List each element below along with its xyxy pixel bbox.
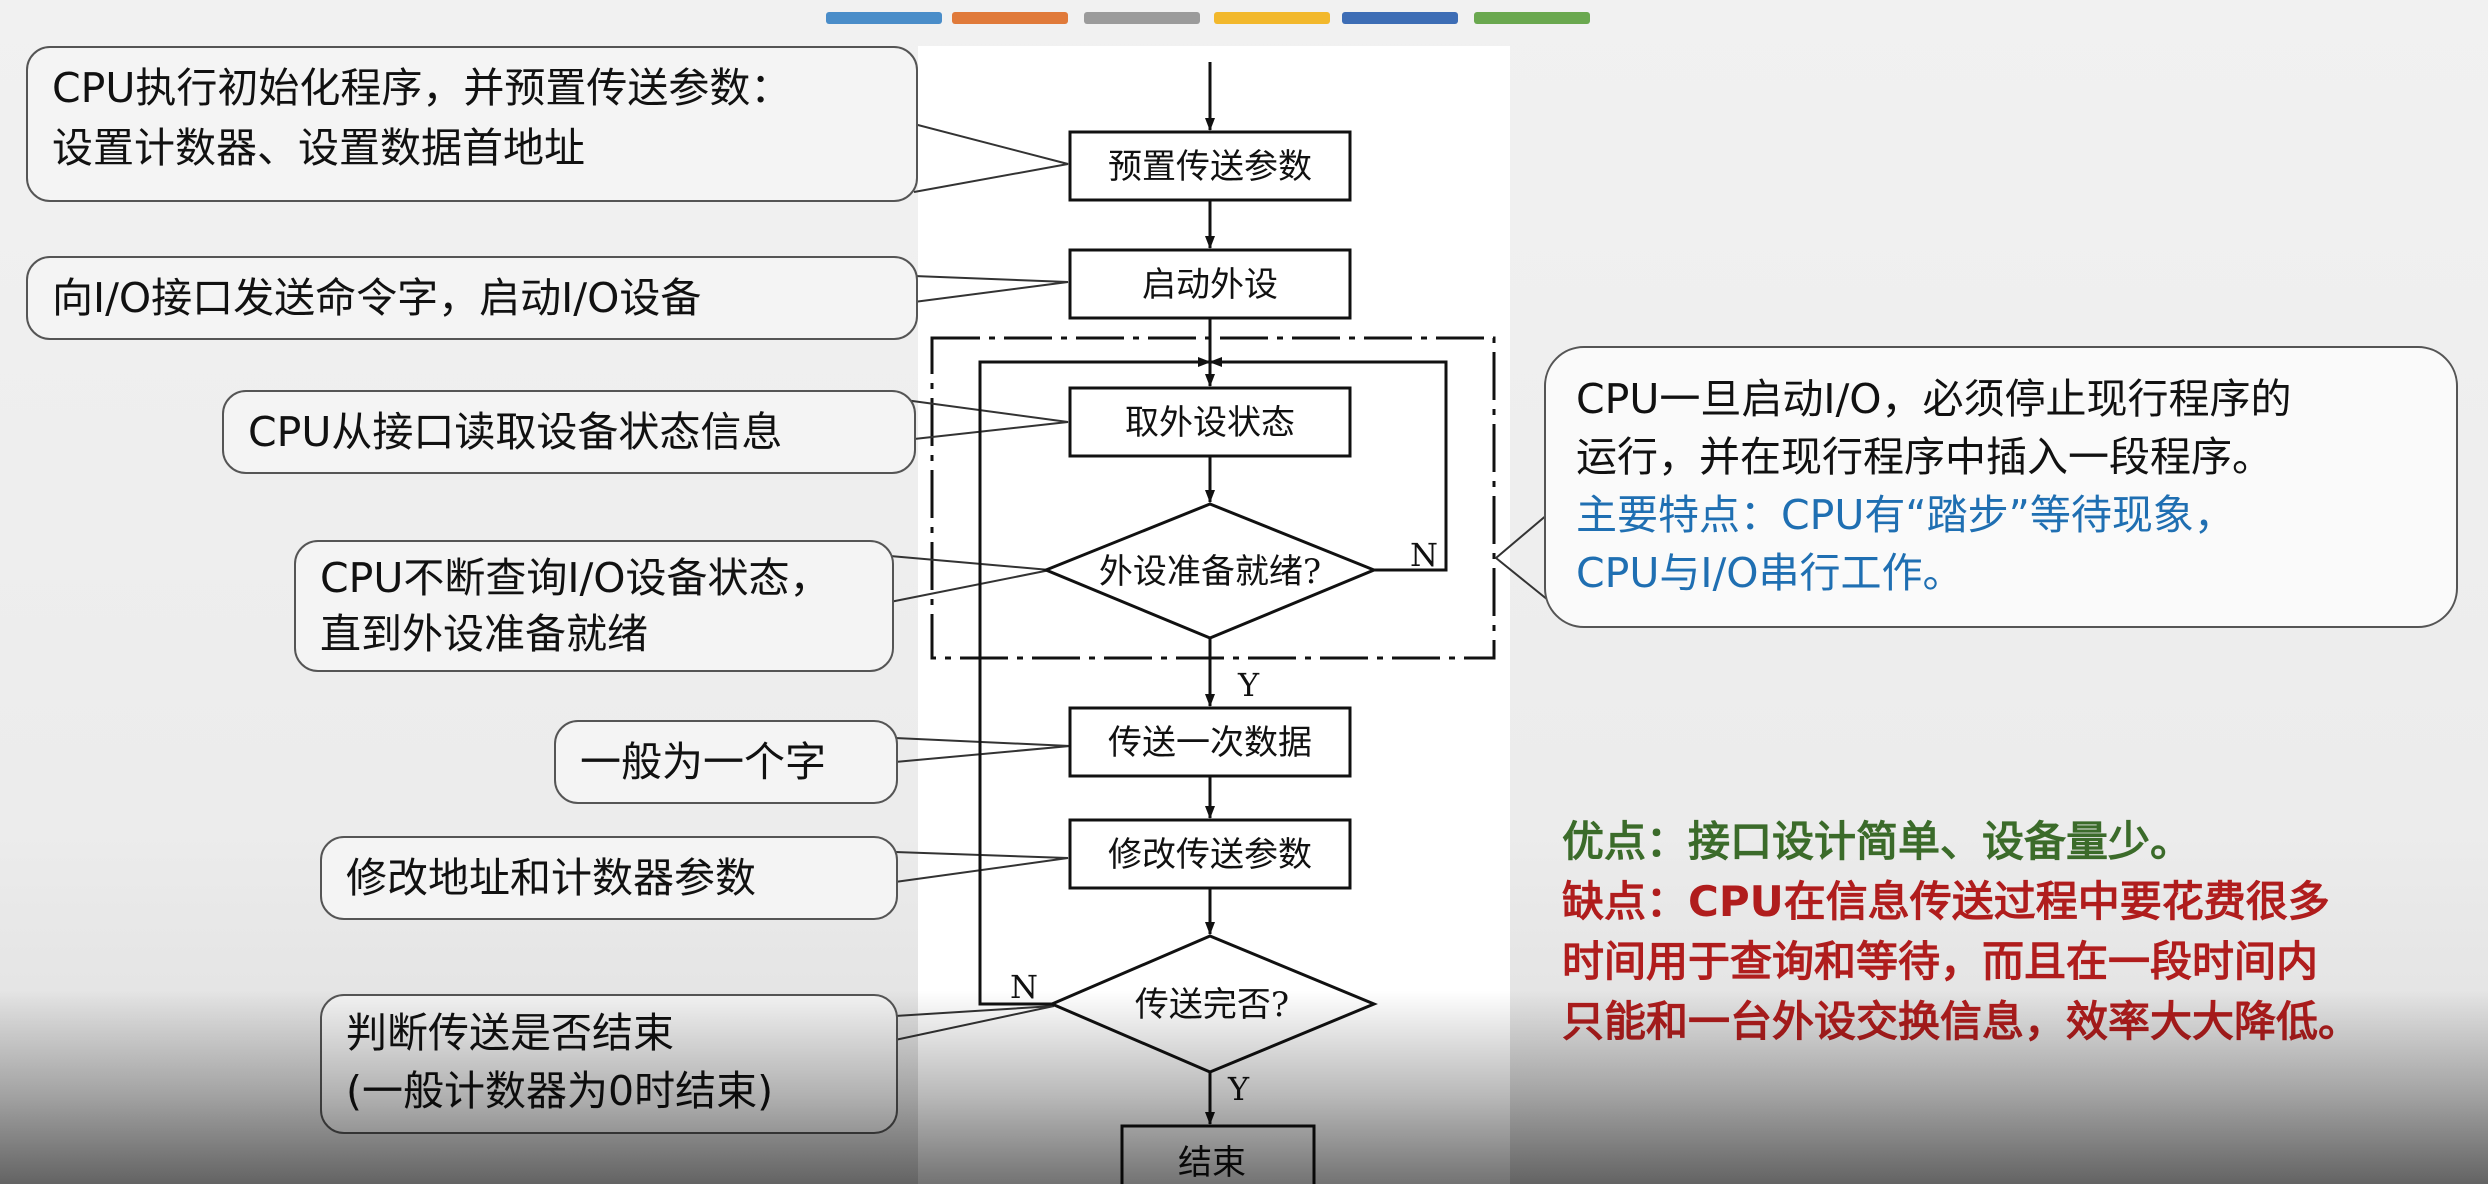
decision-ready-diamond (1042, 502, 1378, 640)
process-box-modify (1068, 818, 1352, 890)
process-box-preset (1068, 130, 1352, 202)
process-modify-label: 修改传送参数 (1108, 835, 1312, 875)
top-color-bar-segment (1474, 12, 1590, 24)
process-box-get-status (1068, 386, 1352, 458)
branch-n-ready: N (1410, 536, 1438, 574)
pros-text: 优点：接口设计简单、设备量少。 (1562, 817, 2193, 866)
decision-done-label: 传送完否? (1135, 985, 1289, 1025)
callout-ready: CPU不断查询I/O设备状态， 直到外设准备就绪 (294, 540, 894, 672)
callout-preset: CPU执行初始化程序，并预置传送参数： 设置计数器、设置数据首地址 (26, 46, 918, 202)
top-color-bar-segment (952, 12, 1068, 24)
callout-modify-line-1: 修改地址和计数器参数 (346, 854, 756, 902)
callout-modify: 修改地址和计数器参数 (320, 836, 898, 920)
callout-preset-line-2: 设置计数器、设置数据首地址 (52, 124, 585, 172)
callout-ready-line-2: 直到外设准备就绪 (320, 610, 648, 658)
branch-n-done: N (1010, 968, 1038, 1006)
callout-status-line-1: CPU从接口读取设备状态信息 (248, 408, 783, 456)
top-color-bar-segment (1084, 12, 1200, 24)
callout-start-line-1: 向I/O接口发送命令字，启动I/O设备 (52, 274, 702, 322)
end-label: 结束 (1178, 1143, 1246, 1183)
process-preset-label: 预置传送参数 (1108, 147, 1312, 187)
process-start-label: 启动外设 (1142, 265, 1278, 305)
callout-done-line-1: 判断传送是否结束 (346, 1009, 674, 1057)
callout-ready-line-1: CPU不断查询I/O设备状态， (320, 554, 831, 602)
process-get-status-label: 取外设状态 (1125, 403, 1295, 443)
info-bubble: CPU一旦启动I/O，必须停止现行程序的 运行，并在现行程序中插入一段程序。 主… (1544, 346, 2458, 628)
info-line-2: 运行，并在现行程序中插入一段程序。 (1576, 433, 2273, 481)
info-line-3: 主要特点：CPU有“踏步”等待现象， (1576, 491, 2235, 539)
cons-line-3: 只能和一台外设交换信息，效率大大降低。 (1562, 997, 2361, 1046)
decision-ready-label: 外设准备就绪? (1099, 552, 1321, 592)
process-box-transfer (1068, 706, 1352, 778)
callout-transfer: 一般为一个字 (554, 720, 898, 804)
callout-done-line-2: (一般计数器为0时结束) (346, 1067, 774, 1115)
top-color-bar-segment (1214, 12, 1330, 24)
info-line-4: CPU与I/O串行工作。 (1576, 549, 1964, 597)
pros-cons-summary: 优点：接口设计简单、设备量少。 缺点：CPU在信息传送过程中要花费很多 时间用于… (1562, 812, 2462, 1052)
callout-done: 判断传送是否结束 (一般计数器为0时结束) (320, 994, 898, 1134)
callout-status: CPU从接口读取设备状态信息 (222, 390, 916, 474)
polling-loop-frame (930, 336, 1496, 660)
callout-transfer-line-1: 一般为一个字 (580, 738, 826, 786)
cons-line-1: 缺点：CPU在信息传送过程中要花费很多 (1562, 877, 2330, 926)
info-line-1: CPU一旦启动I/O，必须停止现行程序的 (1576, 375, 2292, 423)
top-color-bar-segment (826, 12, 942, 24)
process-box-start (1068, 248, 1352, 320)
branch-y-done: Y (1227, 1070, 1250, 1108)
callout-start: 向I/O接口发送命令字，启动I/O设备 (26, 256, 918, 340)
process-transfer-label: 传送一次数据 (1108, 723, 1312, 763)
top-color-bar-segment (1342, 12, 1458, 24)
branch-y-ready: Y (1237, 666, 1260, 704)
callout-preset-line-1: CPU执行初始化程序，并预置传送参数： (52, 64, 792, 112)
cons-line-2: 时间用于查询和等待，而且在一段时间内 (1562, 937, 2319, 986)
